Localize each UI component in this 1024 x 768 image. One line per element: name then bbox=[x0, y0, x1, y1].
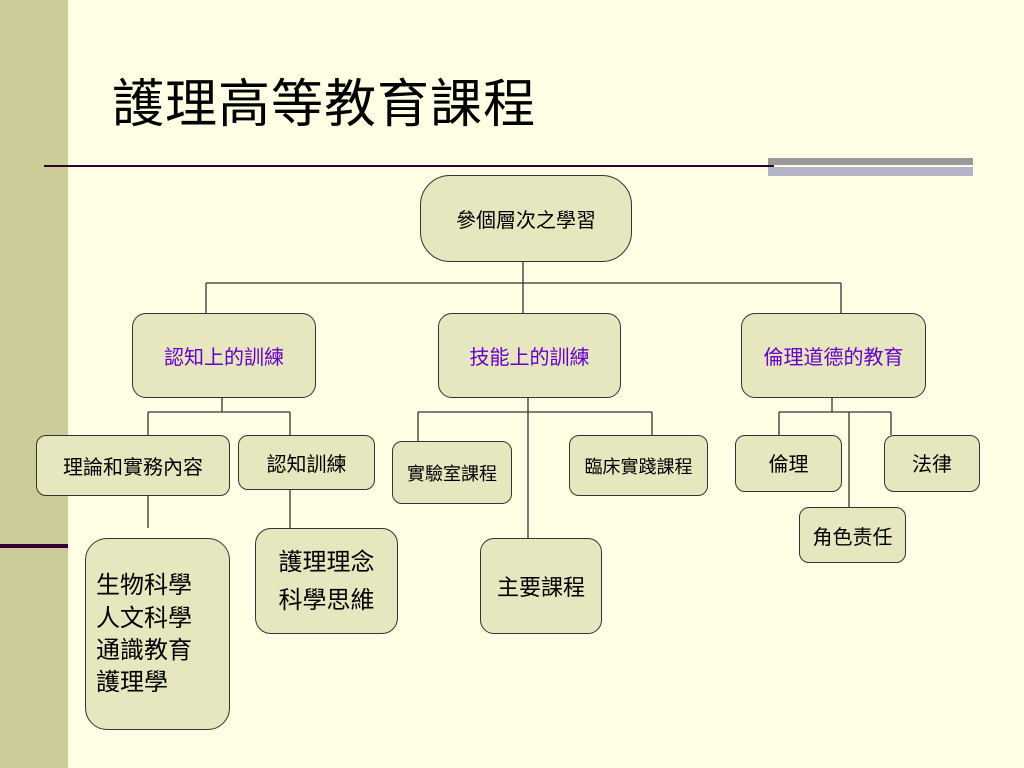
title-divider bbox=[44, 165, 774, 167]
node-clinical-course-label: 臨床實踐課程 bbox=[584, 456, 693, 478]
node-lab-course: 實驗室課程 bbox=[392, 441, 512, 504]
slide-title: 護理高等教育課程 bbox=[112, 75, 537, 135]
node-theory-practice: 理論和實務內容 bbox=[36, 435, 230, 496]
node-ethic-label: 倫理 bbox=[768, 452, 809, 476]
node-role-responsibility-label: 角色责任 bbox=[812, 524, 893, 549]
node-root-label: 參個層次之學習 bbox=[456, 208, 596, 232]
node-core-course: 主要課程 bbox=[480, 538, 602, 634]
node-concept-item: 護理理念 bbox=[278, 547, 375, 576]
node-subjects: 生物科學 人文科學 通識教育 護理學 bbox=[85, 538, 230, 730]
node-concepts: 護理理念 科學思維 bbox=[255, 528, 398, 634]
node-ethic: 倫理 bbox=[735, 435, 842, 492]
node-concept-item: 科學思維 bbox=[278, 586, 375, 614]
node-law: 法律 bbox=[884, 435, 980, 492]
title-accent-bar bbox=[768, 158, 973, 178]
node-clinical-course: 臨床實踐課程 bbox=[569, 435, 708, 496]
node-ethics: 倫理道德的教育 bbox=[741, 313, 926, 398]
node-cognitive: 認知上的訓練 bbox=[132, 313, 316, 398]
node-core-course-label: 主要課程 bbox=[496, 576, 585, 601]
node-role-responsibility: 角色责任 bbox=[799, 507, 906, 563]
node-lab-course-label: 實驗室課程 bbox=[407, 463, 497, 485]
node-root: 參個層次之學習 bbox=[420, 175, 632, 262]
node-ethics-label: 倫理道德的教育 bbox=[763, 345, 904, 369]
side-decor-bar bbox=[0, 0, 68, 768]
side-decor-line bbox=[0, 544, 68, 548]
node-law-label: 法律 bbox=[912, 452, 952, 476]
node-theory-practice-label: 理論和實務內容 bbox=[63, 455, 203, 479]
node-subject-item: 人文科學 bbox=[96, 603, 192, 632]
node-cognitive-label: 認知上的訓練 bbox=[164, 345, 284, 369]
node-subject-item: 生物科學 bbox=[96, 571, 192, 600]
node-skills-label: 技能上的訓練 bbox=[469, 345, 590, 369]
node-subject-item: 通識教育 bbox=[96, 636, 192, 664]
node-subject-item: 護理學 bbox=[96, 668, 168, 697]
node-skills: 技能上的訓練 bbox=[438, 313, 621, 398]
node-cognitive-training: 認知訓練 bbox=[238, 435, 375, 490]
node-cognitive-training-label: 認知訓練 bbox=[266, 452, 347, 476]
